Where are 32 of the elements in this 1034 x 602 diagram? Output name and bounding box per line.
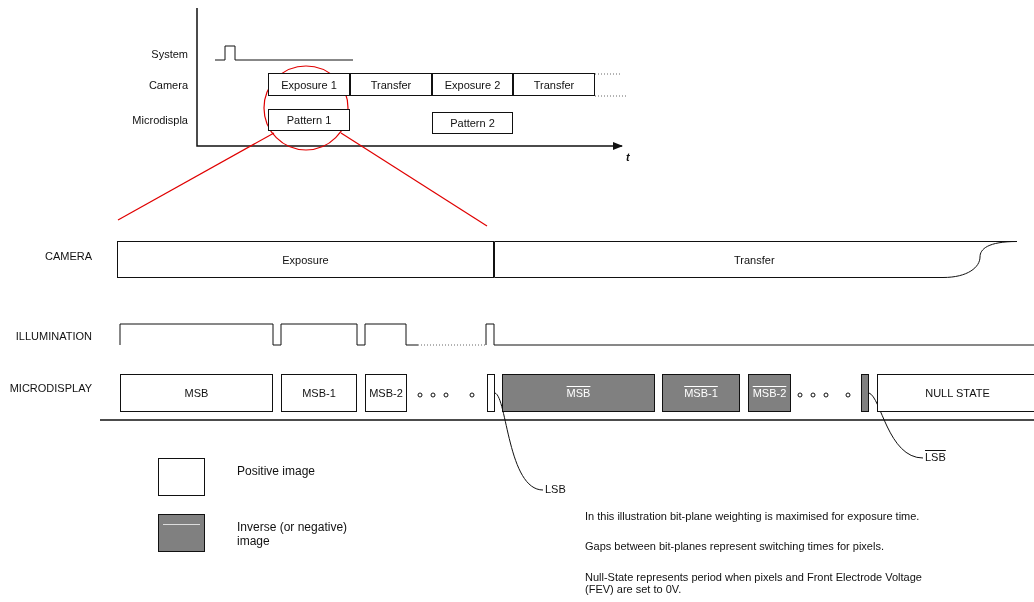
legend-label: Inverse (or negative) image	[237, 520, 349, 548]
bit-plane: MSB	[502, 374, 655, 412]
bit-plane: MSB-2	[748, 374, 791, 412]
bit-plane	[487, 374, 495, 412]
timing-segment: Transfer	[513, 73, 595, 96]
bit-plane: MSB	[120, 374, 273, 412]
leader-line	[868, 392, 924, 459]
row-label: Camera	[147, 79, 188, 91]
leader-label: LSB	[925, 451, 955, 465]
note-text: Null-State represents period when pixels and Front Electrode Voltage (FEV) are set to 0V.	[585, 571, 923, 595]
timing-segment: Exposure	[117, 241, 494, 278]
note-text: Gaps between bit-planes represent switching times for pixels.	[585, 540, 885, 552]
bit-plane: MSB-1	[662, 374, 740, 412]
row-label: Microdispla	[131, 114, 188, 126]
leader-label: LSB	[545, 483, 575, 497]
timing-segment: Exposure 2	[432, 73, 513, 96]
row-label: CAMERA	[43, 250, 92, 262]
bit-plane: MSB-2	[365, 374, 407, 412]
timing-segment: Pattern 2	[432, 112, 513, 134]
timing-segment: Pattern 1	[268, 109, 350, 131]
timing-segment: Exposure 1	[268, 73, 350, 96]
row-label: ILLUMINATION	[14, 330, 92, 342]
axis-label: t	[626, 151, 631, 163]
bit-plane: MSB-1	[281, 374, 357, 412]
row-label: System	[150, 48, 188, 60]
note-text: In this illustration bit-plane weighting is maximised for exposure time.	[585, 510, 921, 522]
legend-label: Positive image	[237, 464, 317, 478]
bit-plane	[861, 374, 869, 412]
timing-segment: Transfer	[350, 73, 432, 96]
bit-plane: NULL STATE	[877, 374, 1034, 412]
timing-segment: Transfer	[494, 241, 1018, 278]
row-label: MICRODISPLAY	[8, 382, 92, 394]
